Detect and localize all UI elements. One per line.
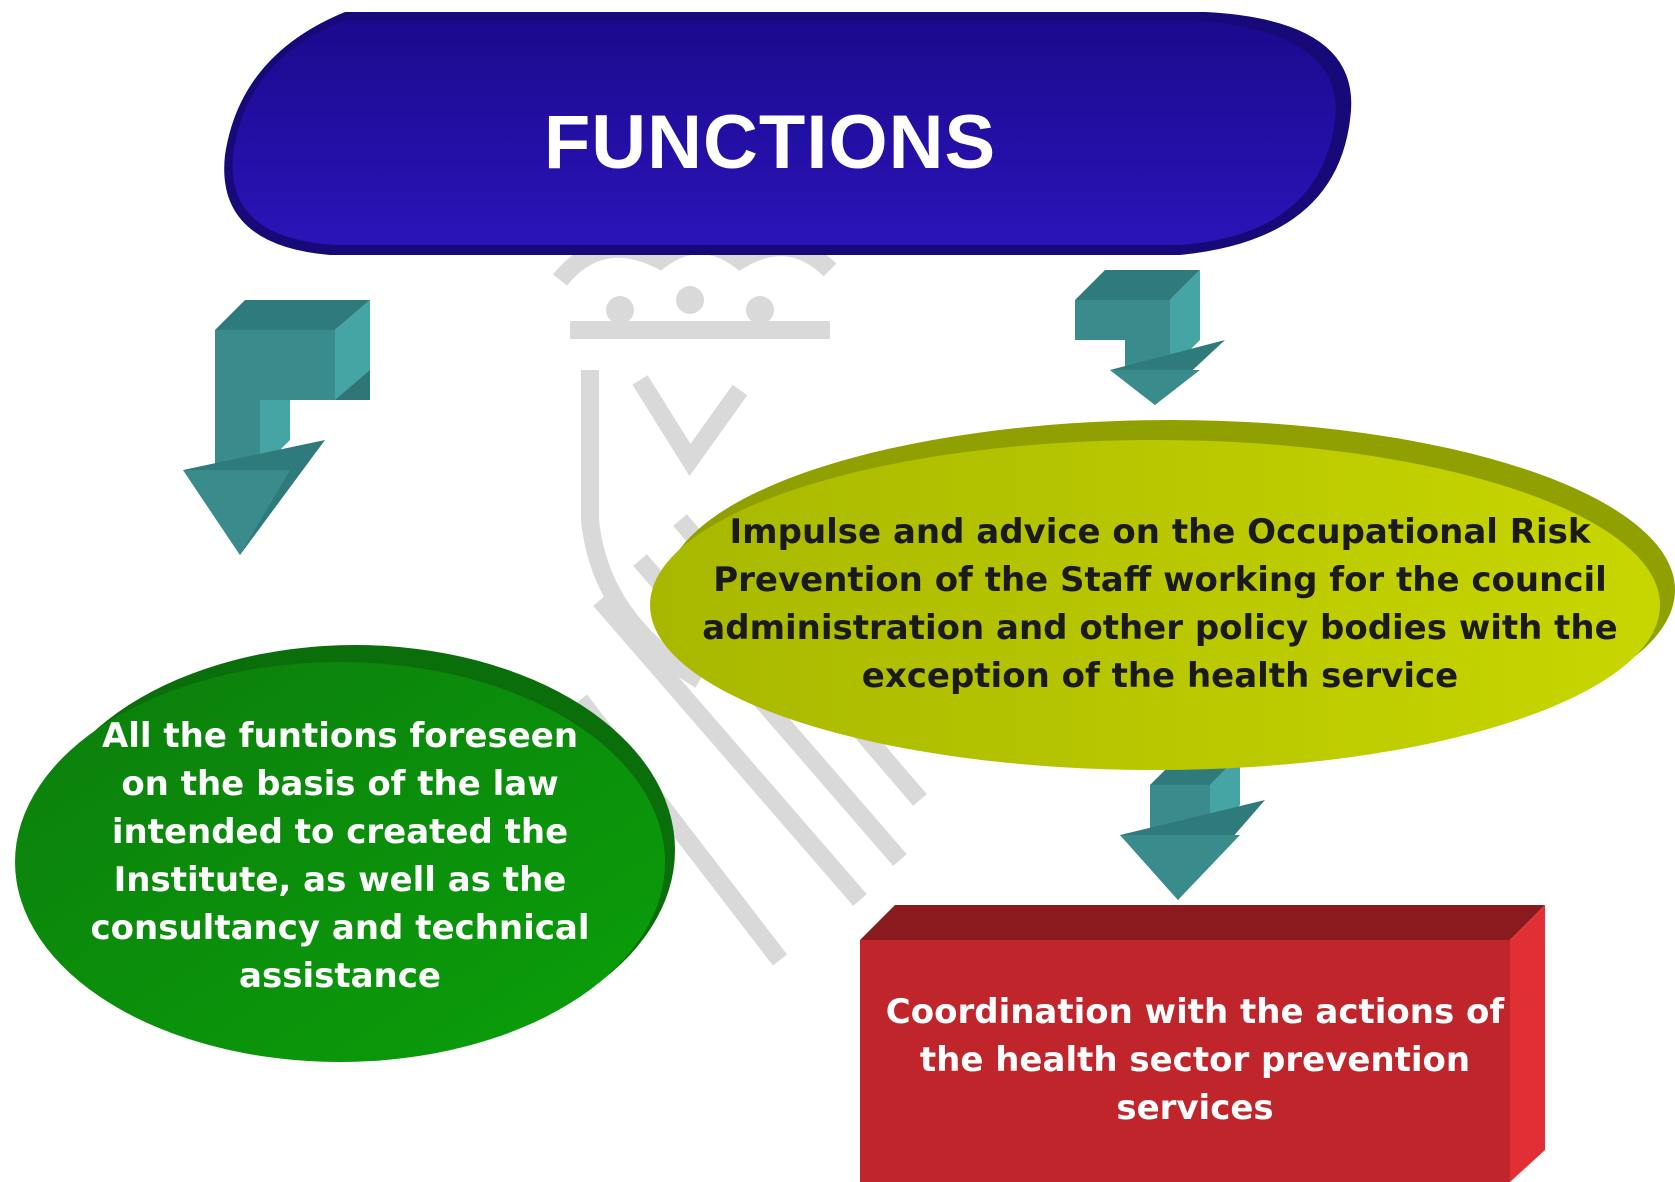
yellow-node-text: Impulse and advice on the Occupational R… <box>702 512 1618 696</box>
green-ellipse <box>15 645 675 1062</box>
arrow-down-icon <box>183 300 370 555</box>
arrow-down-icon <box>1120 755 1265 900</box>
arrow-down-icon <box>1075 270 1225 405</box>
red-node-text: Coordination with the actions of the hea… <box>885 992 1505 1128</box>
title-banner <box>224 12 1352 255</box>
green-node-text: All the funtions foreseen on the basis o… <box>90 716 590 996</box>
red-box <box>860 905 1545 1182</box>
yellow-ellipse <box>650 420 1675 770</box>
page-title: FUNCTIONS <box>543 100 997 185</box>
